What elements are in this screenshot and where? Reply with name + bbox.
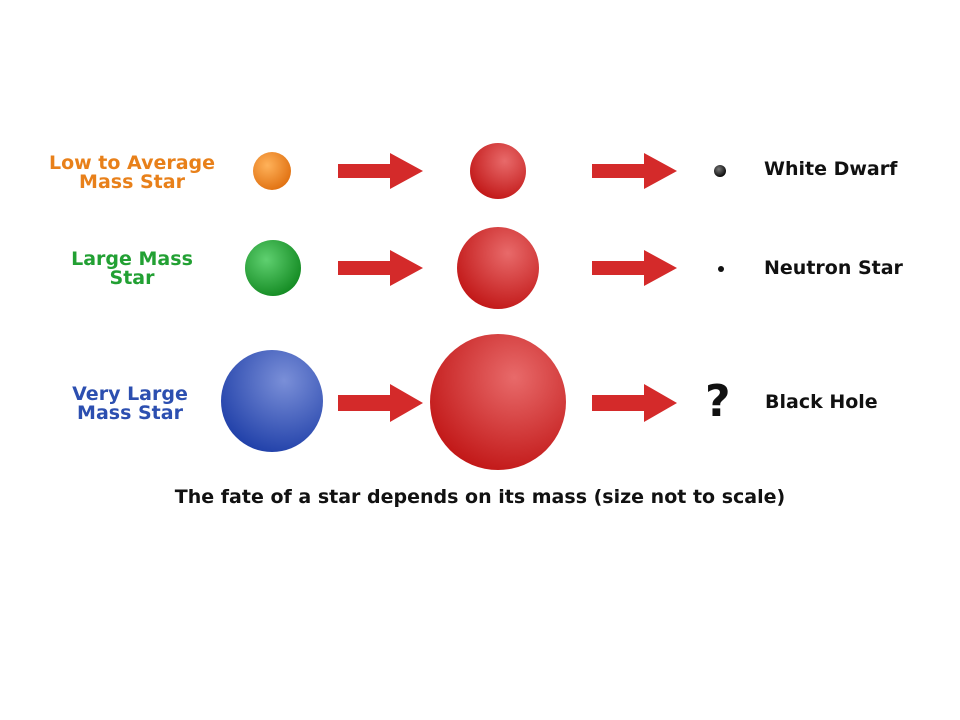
neutron-star-label: Neutron Star — [764, 257, 903, 279]
large-mass-star-circle — [245, 240, 301, 296]
arrow-icon — [338, 153, 423, 189]
diagram-caption: The fate of a star depends on its mass (… — [174, 486, 786, 508]
large-mass-star-label: Large Mass Star — [71, 248, 193, 289]
white-dwarf-dot-icon — [714, 165, 726, 177]
arrow-icon — [592, 384, 677, 422]
black-hole-label: Black Hole — [765, 391, 878, 413]
red-supergiant-circle — [457, 227, 539, 309]
red-hypergiant-circle — [430, 334, 566, 470]
arrow-icon — [592, 153, 677, 189]
very-large-mass-star-label: Very Large Mass Star — [72, 383, 188, 424]
neutron-star-dot-icon — [718, 266, 724, 272]
low-mass-star-circle — [253, 152, 291, 190]
arrow-icon — [338, 250, 423, 286]
arrow-icon — [592, 250, 677, 286]
arrow-icon — [338, 384, 423, 422]
question-mark-icon: ? — [705, 376, 731, 427]
very-large-mass-star-circle — [221, 350, 323, 452]
white-dwarf-label: White Dwarf — [764, 158, 898, 180]
red-giant-small-circle — [470, 143, 526, 199]
low-mass-star-label: Low to Average Mass Star — [48, 152, 216, 193]
